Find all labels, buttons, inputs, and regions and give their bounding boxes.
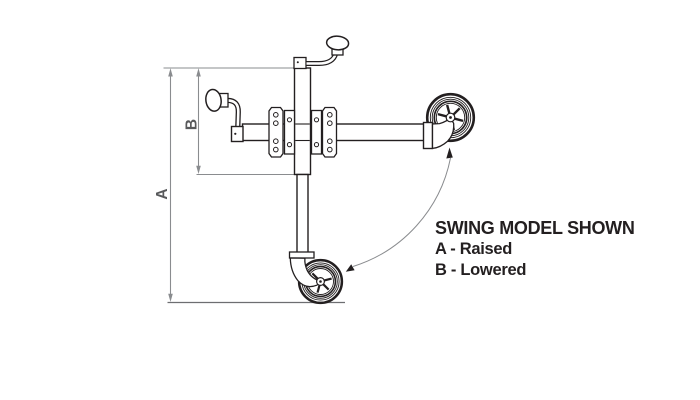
legend-item-b-lowered: B - Lowered bbox=[435, 260, 527, 279]
arrow-a-up bbox=[168, 68, 173, 77]
lower-fork bbox=[288, 251, 326, 288]
bolt-holes bbox=[273, 112, 333, 153]
upper-fork-blade bbox=[431, 116, 455, 150]
legend-title: SWING MODEL SHOWN bbox=[435, 218, 635, 238]
side-crank-handle bbox=[205, 88, 244, 143]
tube-end-cap bbox=[422, 121, 434, 150]
swing-arc-arrow-down bbox=[345, 264, 355, 272]
right-inner-plate bbox=[310, 109, 323, 155]
dimension-label-b: B bbox=[184, 119, 201, 130]
arrow-b-up bbox=[196, 68, 201, 77]
inner-tube bbox=[296, 173, 309, 255]
outer-tube bbox=[293, 67, 312, 176]
top-crank-knob bbox=[325, 35, 350, 51]
lower-fork-cap bbox=[288, 251, 315, 259]
top-crank-handle bbox=[306, 35, 350, 66]
left-inner-plate bbox=[283, 109, 296, 155]
side-crank-knob bbox=[205, 88, 222, 112]
mount-bracket bbox=[268, 106, 338, 158]
legend: SWING MODEL SHOWN A - Raised B - Lowered bbox=[435, 218, 635, 280]
dimension-arrowheads bbox=[168, 68, 201, 302]
left-outer-flange bbox=[268, 106, 284, 158]
vertical-tube bbox=[293, 56, 312, 255]
swing-arc bbox=[345, 147, 453, 272]
arrow-a-down bbox=[168, 293, 173, 302]
legend-item-a-raised: A - Raised bbox=[435, 240, 513, 258]
swing-arc-path bbox=[352, 157, 451, 267]
dimension-label-a: A bbox=[154, 188, 171, 199]
side-crank-socket bbox=[230, 125, 244, 143]
swing-arc-arrow-up bbox=[446, 147, 453, 159]
right-outer-flange bbox=[321, 106, 338, 158]
top-crank-mount bbox=[293, 56, 307, 70]
top-mount-pin bbox=[296, 61, 299, 64]
arrow-b-down bbox=[196, 165, 201, 174]
upper-fork bbox=[422, 112, 456, 150]
